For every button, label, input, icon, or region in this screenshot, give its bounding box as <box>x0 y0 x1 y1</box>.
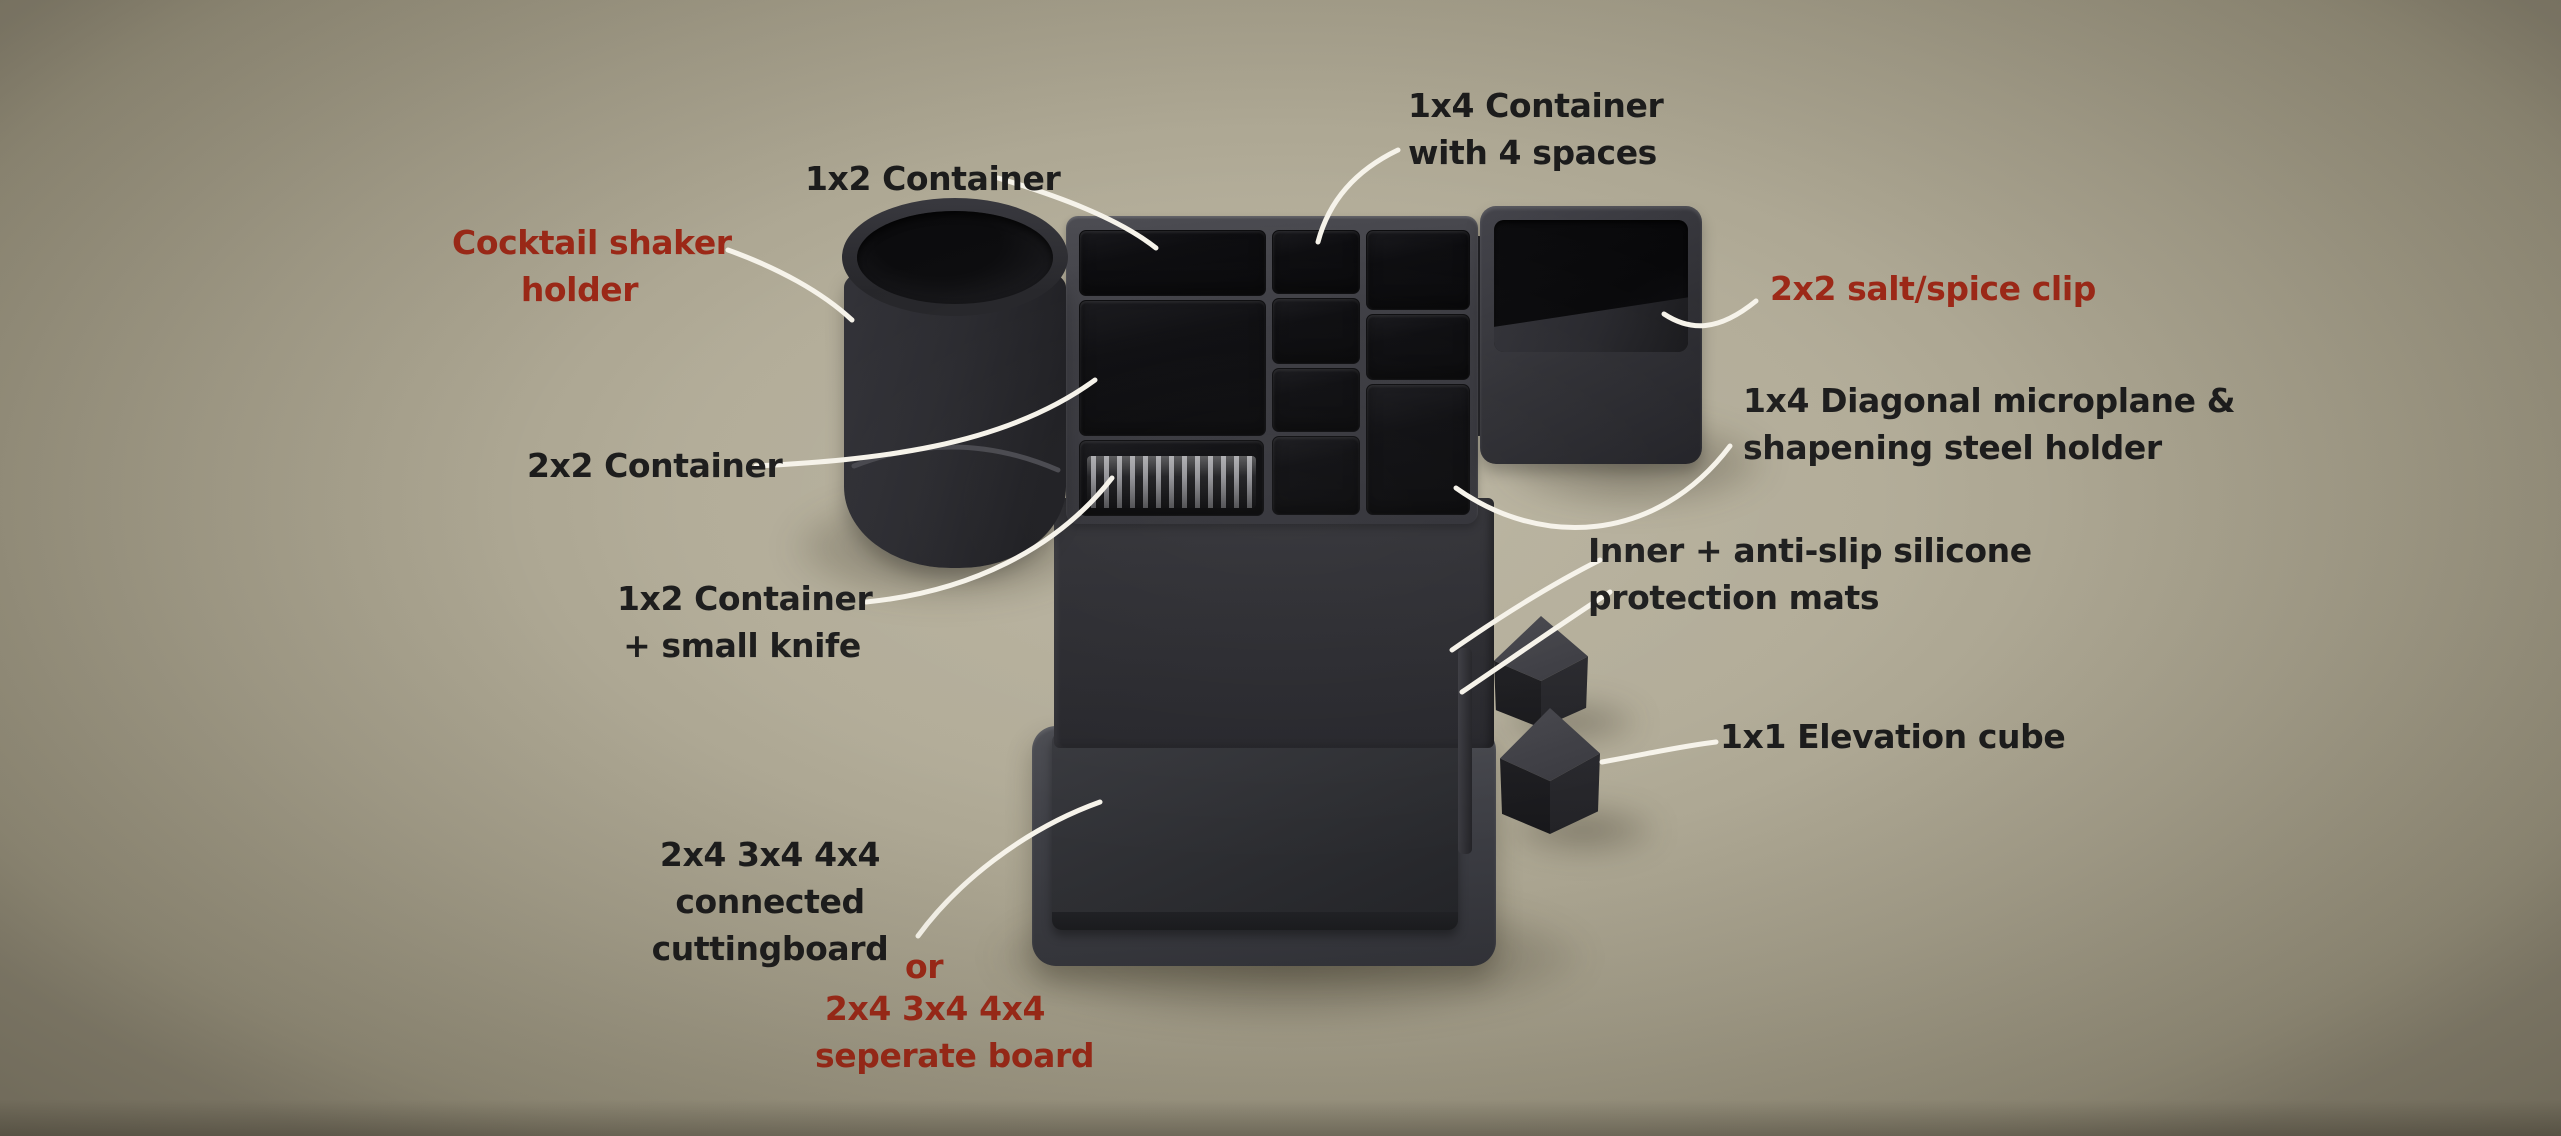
label-line: 2x4 3x4 4x4 <box>824 989 1046 1028</box>
cocktail-shaker-holder-render <box>842 198 1068 570</box>
salt-spice-box-render <box>1480 206 1702 464</box>
salt-spice-sloped-floor <box>1494 297 1688 352</box>
cuttingboard-front-edge <box>1052 912 1458 930</box>
label-line: 1x1 Elevation cube <box>1720 717 2066 756</box>
compartment-1x2 <box>1079 230 1266 296</box>
label-line: or <box>905 947 944 986</box>
label-line: seperate board <box>815 1036 1095 1075</box>
compartment-1x4-space-1 <box>1272 230 1360 294</box>
label-line: 1x4 Diagonal microplane & <box>1743 381 2236 420</box>
label-seperate-board: 2x4 3x4 4x4 seperate board <box>815 985 1095 1079</box>
label-line: Cocktail shaker <box>452 223 732 262</box>
cup-front-cut-edge <box>851 444 1061 473</box>
label-line: connected <box>675 882 865 921</box>
organizer-tower-face <box>1054 498 1494 748</box>
label-line: 1x2 Container <box>617 579 873 618</box>
compartment-diagonal-mid <box>1366 314 1470 380</box>
label-line: Inner + anti-slip silicone <box>1588 531 2032 570</box>
compartment-1x4-space-2 <box>1272 298 1360 364</box>
label-connected-cuttingboard: 2x4 3x4 4x4 connected cuttingboard <box>650 831 890 972</box>
label-2x2-container: 2x2 Container <box>527 442 783 489</box>
knife-slot-slats <box>1087 456 1256 508</box>
label-line: protection mats <box>1588 578 1880 617</box>
cuttingboard-render <box>1052 732 1458 930</box>
compartment-diagonal-tall <box>1366 384 1470 515</box>
label-line: shapening steel holder <box>1743 428 2162 467</box>
compartment-1x4-space-3 <box>1272 368 1360 432</box>
compartment-diagonal-top <box>1366 230 1470 310</box>
label-1x1-elevation-cube: 1x1 Elevation cube <box>1720 713 2066 760</box>
compartment-knife-slots <box>1079 440 1264 516</box>
label-inner-anti-slip-mats: Inner + anti-slip silicone protection ma… <box>1588 527 2032 621</box>
label-2x2-salt-spice-clip: 2x2 salt/spice clip <box>1770 265 2096 312</box>
label-1x4-diagonal-microplane-holder: 1x4 Diagonal microplane & shapening stee… <box>1743 377 2235 471</box>
compartment-1x4-space-4 <box>1272 436 1360 515</box>
label-line: holder <box>520 270 639 309</box>
label-or: or <box>905 943 944 990</box>
label-line: 2x4 3x4 4x4 <box>659 835 881 874</box>
label-line: 1x4 Container <box>1408 86 1664 125</box>
label-line: + small knife <box>623 626 861 665</box>
leader-cocktail-shaker <box>725 247 855 323</box>
label-1x2-container-small-knife: 1x2 Container + small knife <box>617 575 873 669</box>
label-cocktail-shaker-holder: Cocktail shaker holder <box>452 219 732 313</box>
compartment-grid <box>1066 216 1478 524</box>
leader-elevation-cube <box>1599 739 1719 765</box>
elevation-cube-2 <box>1500 708 1600 834</box>
silicone-mats-render <box>1458 648 1472 854</box>
label-1x2-container: 1x2 Container <box>805 155 1061 202</box>
label-line: 2x2 Container <box>527 446 783 485</box>
label-line: 2x2 salt/spice clip <box>1770 269 2096 308</box>
salt-spice-opening <box>1494 220 1688 352</box>
label-line: with 4 spaces <box>1408 133 1657 172</box>
compartment-2x2 <box>1079 300 1266 436</box>
label-line: 1x2 Container <box>805 159 1061 198</box>
label-line: cuttingboard <box>651 929 889 968</box>
label-1x4-container-with-4-spaces: 1x4 Container with 4 spaces <box>1408 82 1664 176</box>
